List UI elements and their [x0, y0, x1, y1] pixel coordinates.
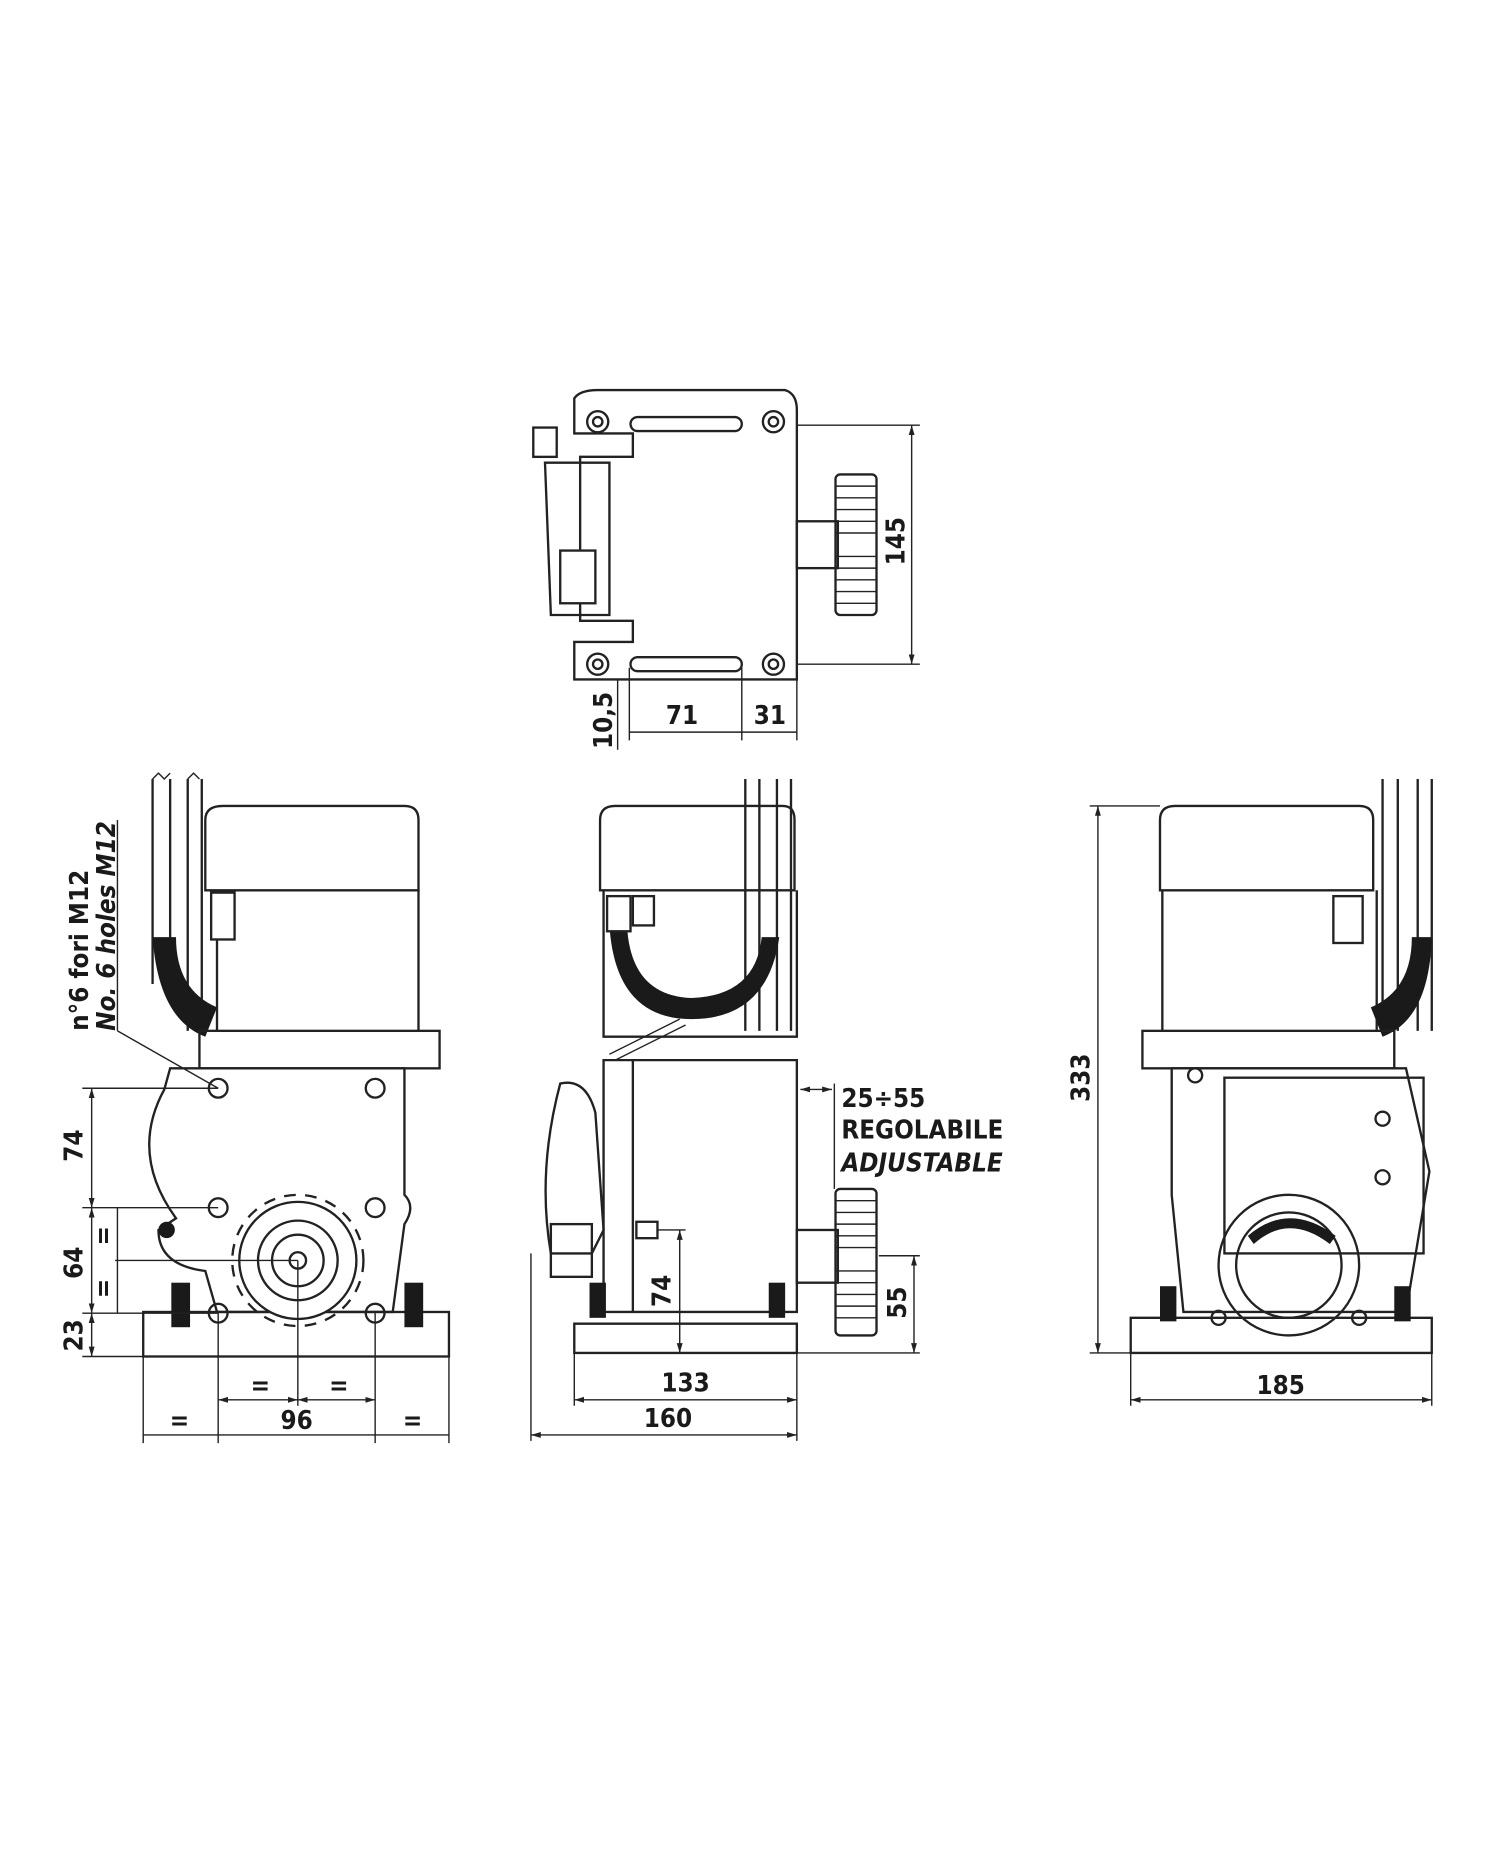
dim-31: 31 — [754, 701, 786, 731]
dim-74-side: 74 — [647, 1275, 677, 1307]
dim-185: 185 — [1256, 1371, 1304, 1401]
dim-74: 74 — [59, 1130, 89, 1162]
adjust-label-en: ADJUSTABLE — [839, 1148, 1003, 1178]
mounting-holes — [158, 1077, 386, 1324]
dim-160: 160 — [644, 1404, 692, 1434]
rear-view: 333 185 — [1067, 778, 1433, 1406]
dim-145: 145 — [882, 517, 912, 565]
adjust-label-it: REGOLABILE — [841, 1116, 1003, 1146]
left-view: 74 64 23 = = = = = 96 = n°6 fori M12 No.… — [59, 772, 451, 1444]
dim-55: 55 — [883, 1286, 913, 1318]
pinion-gear-side — [834, 1187, 878, 1337]
dim-64: 64 — [59, 1247, 89, 1279]
holes-note-it: n°6 fori M12 — [65, 870, 95, 1031]
bolt-icon — [586, 652, 610, 676]
bolt-icon — [761, 409, 786, 434]
equal-mark: = — [403, 1406, 422, 1436]
dim-133: 133 — [661, 1369, 709, 1399]
equal-mark: = — [170, 1406, 189, 1436]
top-view: 145 71 31 10,5 — [532, 388, 920, 750]
dim-333: 333 — [1067, 1054, 1097, 1102]
dim-23: 23 — [59, 1319, 89, 1351]
gear-rack — [151, 772, 203, 1031]
bolt-icon — [586, 409, 610, 434]
adjust-range: 25÷55 — [841, 1084, 925, 1114]
side-view: 25÷55 REGOLABILE ADJUSTABLE 74 55 133 16… — [530, 778, 1003, 1441]
equal-mark: = — [329, 1371, 348, 1401]
equal-mark: = — [89, 1226, 119, 1245]
pinion-gear-top — [834, 473, 878, 617]
dim-96: 96 — [281, 1406, 313, 1436]
dim-71: 71 — [666, 701, 698, 731]
equal-mark: = — [251, 1371, 270, 1401]
bolt-icon — [761, 652, 786, 676]
dim-10-5: 10,5 — [589, 692, 619, 749]
equal-mark: = — [89, 1279, 119, 1298]
